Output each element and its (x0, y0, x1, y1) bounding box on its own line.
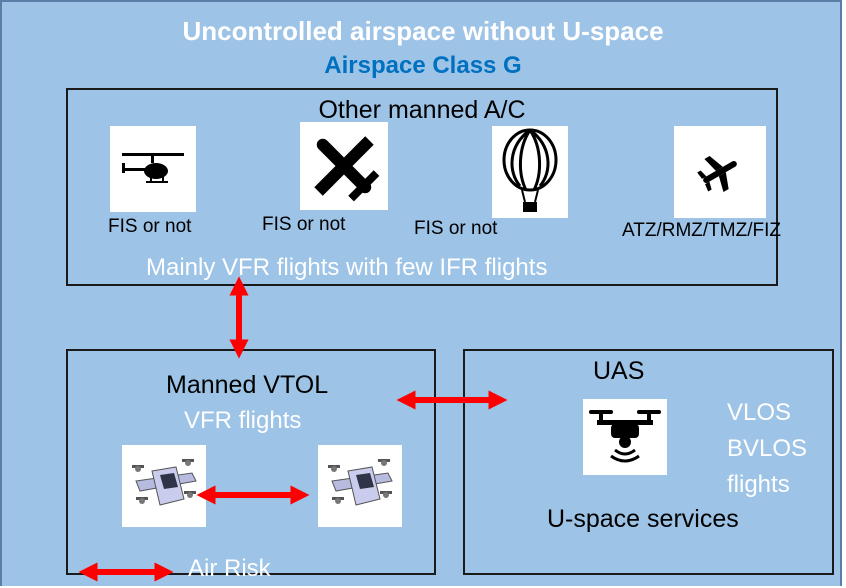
flight-type-bvlos: BVLOS (727, 435, 808, 462)
evtol-aircraft-icon (318, 445, 402, 527)
helicopter-icon (110, 126, 196, 212)
airplane-label: FIS or not (262, 214, 346, 235)
vfr-ifr-note: Mainly VFR flights with few IFR flights (146, 254, 548, 281)
hot-air-balloon-icon (492, 126, 568, 218)
drone-icon (583, 399, 667, 475)
jet-label: ATZ/RMZ/TMZ/FIZ (622, 220, 781, 241)
other-manned-ac-box: Other manned A/C FIS or not (66, 88, 781, 286)
other-manned-ac-title: Other manned A/C (318, 96, 526, 124)
u-space-services-label: U-space services (547, 505, 739, 533)
flight-type-vlos: VLOS (727, 399, 792, 426)
manned-vtol-box: Manned VTOL VFR flights (66, 349, 436, 575)
evtol-aircraft-icon (122, 445, 206, 527)
uas-box: UAS VLOS BVLOS flights U-space services (463, 349, 834, 575)
vfr-flights-note: VFR flights (184, 407, 302, 434)
manned-vtol-title: Manned VTOL (166, 371, 329, 399)
balloon-label: FIS or not (414, 218, 498, 239)
legend-air-risk-label: Air Risk (188, 555, 271, 582)
jet-plane-icon (674, 126, 766, 218)
airplane-icon (300, 122, 388, 210)
flight-type-flights: flights (727, 471, 790, 498)
diagram-title: Uncontrolled airspace without U-space (182, 16, 664, 46)
helicopter-label: FIS or not (108, 216, 192, 237)
diagram-subtitle: Airspace Class G (324, 52, 522, 79)
uas-title: UAS (593, 357, 645, 385)
